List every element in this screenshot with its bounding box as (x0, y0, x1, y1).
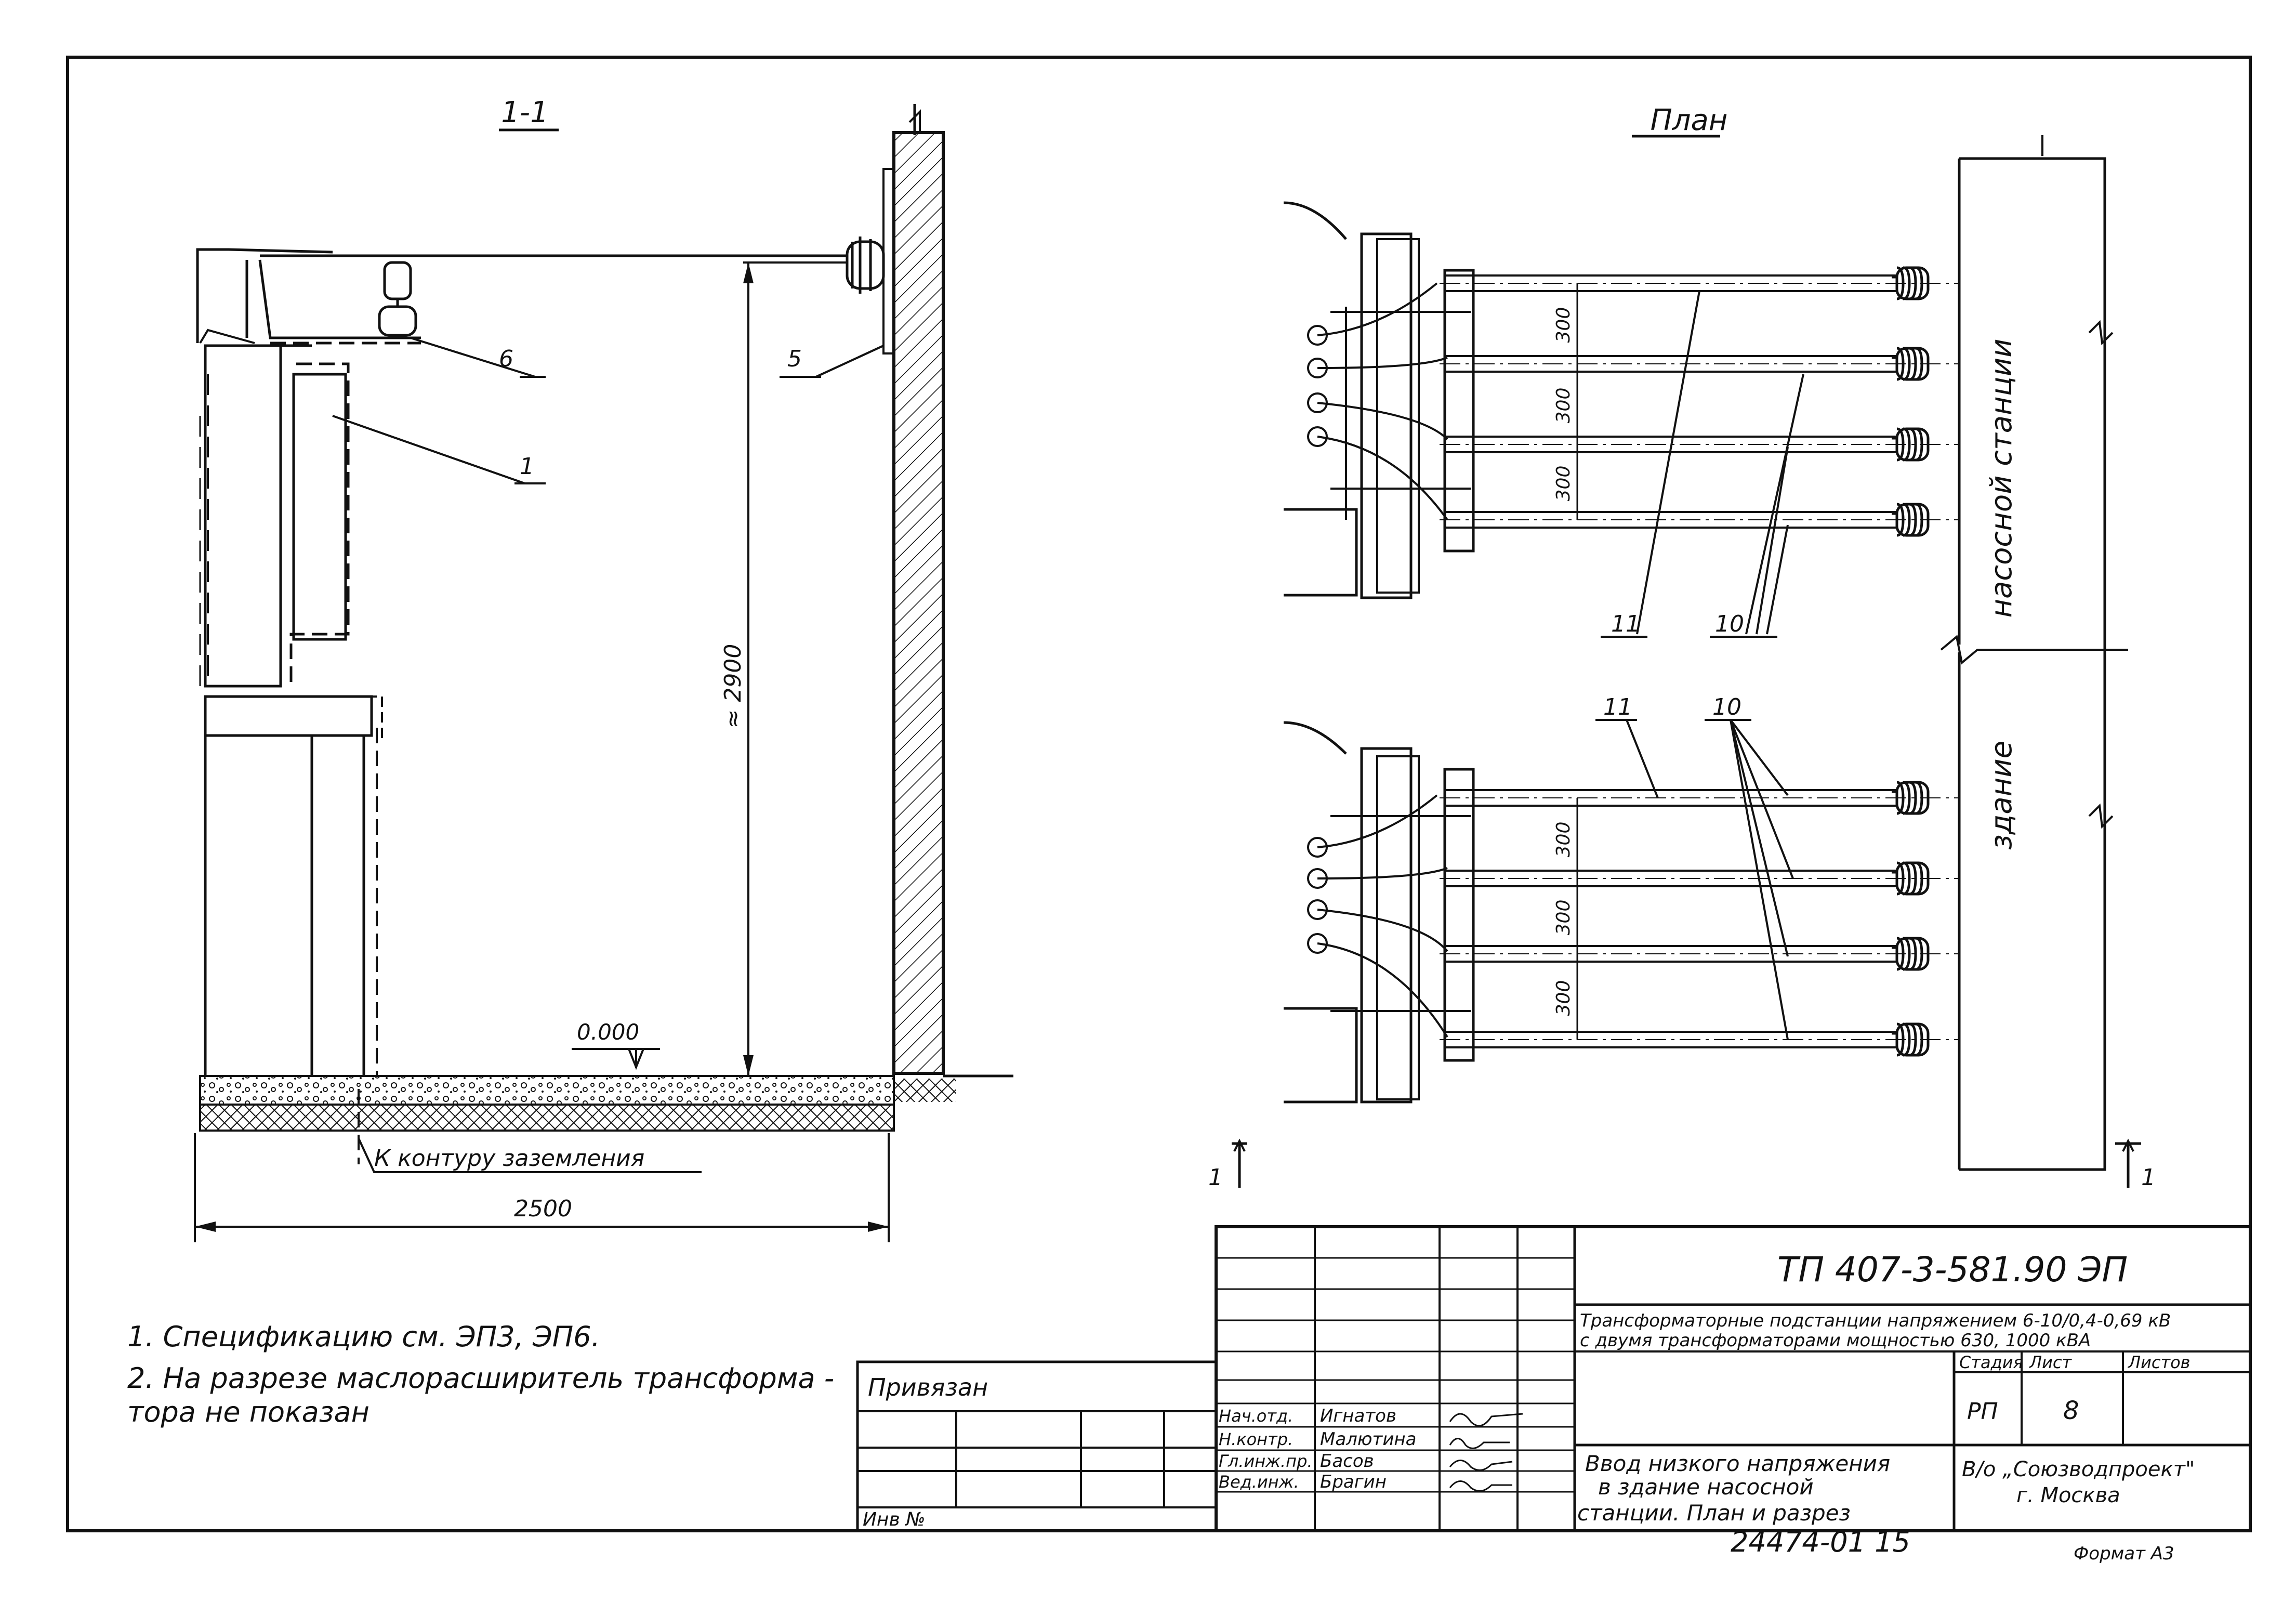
plan-title: План (1651, 103, 1728, 137)
note-2: 2. На разрезе маслорасширитель трансформ… (127, 1362, 834, 1395)
role-2: Н.контр. (1219, 1429, 1293, 1449)
building-label-bottom: здание (1985, 741, 2018, 850)
city: г. Москва (2016, 1483, 2120, 1507)
format-label: Формат А3 (2074, 1543, 2174, 1564)
plan-group-lower: 300 300 300 11 10 (1283, 694, 1959, 1104)
doc-code: ТП 407-3-581.90 ЭП (1777, 1250, 2128, 1290)
title-block-text: Привязан Инв № ТП 407-3-581.90 ЭП Трансф… (863, 1250, 2195, 1564)
height-dimension: ≈ 2900 (720, 644, 746, 729)
width-dimension: 2500 (514, 1196, 572, 1222)
sheet-header: Лист (2029, 1353, 2072, 1372)
section-mark-right: 1 (2115, 1138, 2156, 1191)
plan-group-upper: 300 300 300 11 10 (1283, 201, 1959, 638)
busbars-upper (1440, 274, 1959, 529)
callout-10: 10 (1715, 611, 1744, 637)
bound-label: Привязан (868, 1373, 988, 1401)
role-4: Вед.инж. (1219, 1472, 1299, 1492)
insulators-lower (1892, 782, 1928, 1055)
grounding-note: К контуру заземления (374, 1145, 644, 1172)
level-mark: 0.000 (577, 1019, 639, 1045)
building-label-top: насосной станции (1985, 338, 2018, 618)
gravel-layer (199, 1075, 895, 1106)
busbars-lower (1440, 789, 1959, 1048)
spacing-dim: 300 (1553, 980, 1574, 1016)
drawing-title-2: в здание насосной (1598, 1474, 1814, 1500)
role-1: Нач.отд. (1219, 1406, 1293, 1426)
sheets-header: Листов (2128, 1353, 2191, 1372)
callout-11: 11 (1603, 694, 1632, 720)
radiator (292, 373, 347, 641)
callout-1: 1 (520, 453, 534, 480)
name-1: Игнатов (1320, 1406, 1396, 1426)
organization: В/о „Союзводпроект" (1962, 1458, 2195, 1481)
title-block (856, 1225, 2252, 1532)
archive-number: 24474-01 15 (1731, 1526, 1910, 1558)
callout-6: 6 (499, 346, 513, 372)
sheet-value: 8 (2063, 1396, 2079, 1425)
spacing-dim: 300 (1553, 307, 1574, 343)
name-4: Брагин (1320, 1472, 1387, 1492)
insulators-upper (1892, 268, 1928, 535)
callout-11: 11 (1611, 611, 1640, 637)
section-view: 1-1 (194, 96, 1013, 1242)
spacing-dim: 300 (1553, 388, 1574, 424)
stage-value: РП (1967, 1398, 1998, 1425)
spacing-dim: 300 (1553, 466, 1574, 502)
plan-view: План насосной станции здание (1208, 103, 2156, 1191)
section-title: 1-1 (501, 96, 548, 129)
foundation-slab (204, 695, 373, 737)
project-line-2: с двумя трансформаторами мощностью 630, … (1580, 1330, 2091, 1351)
building-wall (892, 131, 945, 1075)
callout-10: 10 (1712, 694, 1741, 720)
name-2: Малютина (1320, 1429, 1417, 1450)
callout-5: 5 (787, 346, 802, 372)
name-3: Басов (1320, 1451, 1374, 1472)
stage-header: Стадия (1959, 1353, 2023, 1372)
transformer-bushing (378, 261, 417, 337)
building-wall-plan (1959, 157, 2106, 1171)
section-mark-left: 1 (1208, 1138, 1247, 1191)
spacing-dim: 300 (1553, 822, 1574, 858)
notes: 1. Спецификацию см. ЭП3, ЭП6. 2. На разр… (127, 1320, 834, 1428)
drawing-title-3: станции. План и разрез (1577, 1500, 1851, 1526)
spacing-dim: 300 (1553, 900, 1574, 936)
inv-label: Инв № (863, 1509, 926, 1530)
project-line-1: Трансформаторные подстанции напряжением … (1580, 1310, 2171, 1331)
wall-insulator (846, 237, 885, 294)
drawing-title-1: Ввод низкого напряжения (1585, 1451, 1890, 1476)
section-mark: 1 (2141, 1164, 2156, 1191)
signatures (1449, 1413, 1523, 1492)
section-mark: 1 (1208, 1164, 1223, 1191)
note-1: 1. Спецификацию см. ЭП3, ЭП6. (127, 1320, 600, 1353)
note-3: тора не показан (127, 1396, 370, 1428)
soil-layer (199, 1104, 895, 1132)
role-3: Гл.инж.пр. (1219, 1451, 1313, 1471)
